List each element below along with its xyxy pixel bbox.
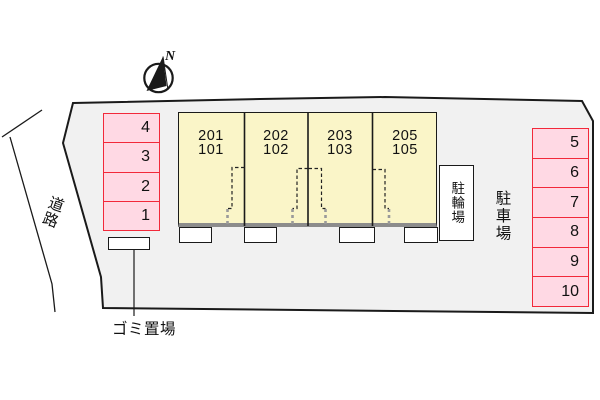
parking-space-7: 7	[533, 187, 588, 217]
road-edge-upper	[1, 109, 43, 138]
parking-space-2: 2	[104, 171, 159, 201]
parking-space-3: 3	[104, 142, 159, 171]
porch-2	[244, 227, 277, 243]
unit-3-upper: 203	[327, 128, 353, 144]
parking-space-5: 5	[570, 134, 579, 152]
parking-space-6: 6	[533, 157, 588, 188]
bicycle-parking-box: 駐輪場	[439, 165, 474, 241]
unit-label-3: 203 103	[305, 128, 375, 158]
unit-3-lower: 103	[327, 142, 353, 158]
parking-space-10: 10	[533, 276, 588, 306]
unit-label-2: 202 102	[241, 128, 311, 158]
parking-area-label: 駐車場	[493, 190, 511, 243]
unit-4-upper: 205	[392, 128, 418, 144]
porch-1	[179, 227, 212, 243]
unit-2-lower: 102	[263, 142, 289, 158]
parking-stack-left: 4 3 2 1	[103, 113, 160, 231]
parking-space-4: 4	[141, 119, 150, 137]
unit-2-upper: 202	[263, 128, 289, 144]
unit-1-lower: 101	[198, 142, 224, 158]
porch-4	[404, 227, 438, 243]
parking-space-8: 8	[533, 217, 588, 247]
parking-space-1: 1	[104, 200, 159, 230]
garbage-label: ゴミ置場	[111, 321, 176, 338]
parking-stack-right: 5 6 7 8 9 10	[532, 128, 589, 307]
garbage-box	[108, 237, 150, 250]
unit-4-lower: 105	[392, 142, 418, 158]
unit-label-4: 205 105	[370, 128, 440, 158]
unit-1-upper: 201	[198, 128, 224, 144]
road-label: 道路	[38, 193, 66, 230]
bicycle-parking-label: 駐輪場	[449, 181, 465, 225]
unit-label-1: 201 101	[176, 128, 246, 158]
north-label: N	[165, 49, 176, 64]
porch-3	[339, 227, 375, 243]
parking-space-9: 9	[533, 246, 588, 277]
